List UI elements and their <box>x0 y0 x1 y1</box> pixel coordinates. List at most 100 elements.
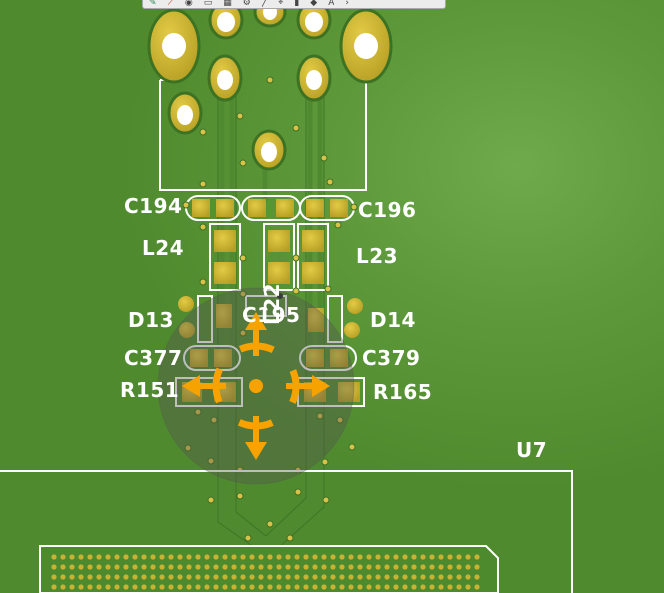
via-icon[interactable]: ◉ <box>184 0 193 7</box>
designator-c195[interactable]: C195 <box>242 303 301 327</box>
designator-d14[interactable]: D14 <box>370 308 416 332</box>
select-rect-icon[interactable]: ▭ <box>203 0 213 7</box>
bga-ball <box>249 574 255 580</box>
bga-ball <box>177 584 183 590</box>
designator-c196[interactable]: C196 <box>358 198 417 222</box>
bga-ball <box>429 584 435 590</box>
designator-u7[interactable]: U7 <box>516 438 548 462</box>
bga-ball <box>465 584 471 590</box>
bga-ball <box>447 554 453 560</box>
bga-ball <box>411 584 417 590</box>
bga-ball <box>87 554 93 560</box>
bga-ball <box>357 564 363 570</box>
bga-ball <box>87 574 93 580</box>
designator-r151[interactable]: R151 <box>120 378 180 402</box>
line-icon[interactable]: ╱ <box>261 0 268 7</box>
polygon-icon[interactable]: ▮ <box>294 0 300 7</box>
bga-ball <box>339 564 345 570</box>
move-gizmo[interactable] <box>157 287 355 485</box>
bga-ball <box>141 564 147 570</box>
bga-ball <box>240 584 246 590</box>
bga-ball <box>474 584 480 590</box>
align-icon[interactable]: ▦ <box>223 0 232 7</box>
bga-ball <box>366 574 372 580</box>
designator-c379[interactable]: C379 <box>362 346 421 370</box>
bga-ball <box>195 554 201 560</box>
bga-ball <box>51 564 57 570</box>
bga-ball <box>105 584 111 590</box>
designator-r165[interactable]: R165 <box>373 380 433 404</box>
designator-l23[interactable]: L23 <box>356 244 399 268</box>
bga-ball <box>249 564 255 570</box>
bga-ball <box>51 554 57 560</box>
bga-ball <box>393 574 399 580</box>
bga-ball <box>177 564 183 570</box>
bga-ball <box>159 554 165 560</box>
bga-ball <box>132 584 138 590</box>
move-arrow-down-icon[interactable] <box>245 416 267 460</box>
bga-ball <box>141 554 147 560</box>
bga-ball <box>411 574 417 580</box>
interactive-route-icon[interactable]: ⟋ <box>167 0 174 7</box>
designator-c377[interactable]: C377 <box>124 346 183 370</box>
designator-l24[interactable]: L24 <box>142 236 185 260</box>
bga-ball <box>231 564 237 570</box>
bga-ball <box>168 584 174 590</box>
measure-icon[interactable]: ⌖ <box>278 0 284 7</box>
bga-ball <box>258 584 264 590</box>
route-icon[interactable]: ✎ <box>149 0 157 7</box>
bga-ball <box>105 564 111 570</box>
component-icon[interactable]: ⚙ <box>242 0 251 7</box>
bga-ball <box>276 584 282 590</box>
bga-ball <box>132 574 138 580</box>
bga-ball <box>384 574 390 580</box>
bga-ball <box>294 564 300 570</box>
bga-ball <box>240 554 246 560</box>
designator-d13[interactable]: D13 <box>128 308 174 332</box>
bga-ball <box>168 554 174 560</box>
more-icon[interactable]: › <box>345 0 349 7</box>
bga-ball <box>402 554 408 560</box>
bga-ball <box>303 554 309 560</box>
bga-ball <box>474 554 480 560</box>
bga-ball <box>222 584 228 590</box>
bga-ball <box>186 564 192 570</box>
bga-ball <box>213 584 219 590</box>
bga-ball <box>330 554 336 560</box>
designator-l22[interactable]: L22 <box>260 282 284 325</box>
bga-ball <box>429 564 435 570</box>
bga-ball <box>114 564 120 570</box>
bga-ball <box>447 584 453 590</box>
bga-ball <box>276 554 282 560</box>
move-arrow-left-icon[interactable] <box>182 375 226 397</box>
bga-ball <box>231 574 237 580</box>
bga-ball <box>213 574 219 580</box>
bga-ball <box>366 564 372 570</box>
bga-ball <box>321 574 327 580</box>
text-icon[interactable]: A <box>328 0 335 7</box>
bga-ball <box>132 564 138 570</box>
bga-ball <box>330 574 336 580</box>
designator-c194[interactable]: C194 <box>124 194 183 218</box>
bga-ball <box>150 584 156 590</box>
move-arrow-right-icon[interactable] <box>286 375 330 397</box>
bga-ball <box>366 584 372 590</box>
bga-ball <box>303 564 309 570</box>
bga-ball <box>366 554 372 560</box>
bga-ball <box>114 554 120 560</box>
bga-ball <box>150 554 156 560</box>
fill-icon[interactable]: ◆ <box>310 0 318 7</box>
bga-ball <box>357 584 363 590</box>
move-arrow-up-icon[interactable] <box>245 312 267 356</box>
bga-ball <box>249 584 255 590</box>
bga-ball <box>60 564 66 570</box>
bga-ball <box>267 584 273 590</box>
bga-ball <box>123 554 129 560</box>
u7-outline <box>0 470 573 593</box>
bga-ball <box>168 574 174 580</box>
bga-ball <box>393 584 399 590</box>
bga-ball <box>438 554 444 560</box>
bga-ball <box>258 554 264 560</box>
